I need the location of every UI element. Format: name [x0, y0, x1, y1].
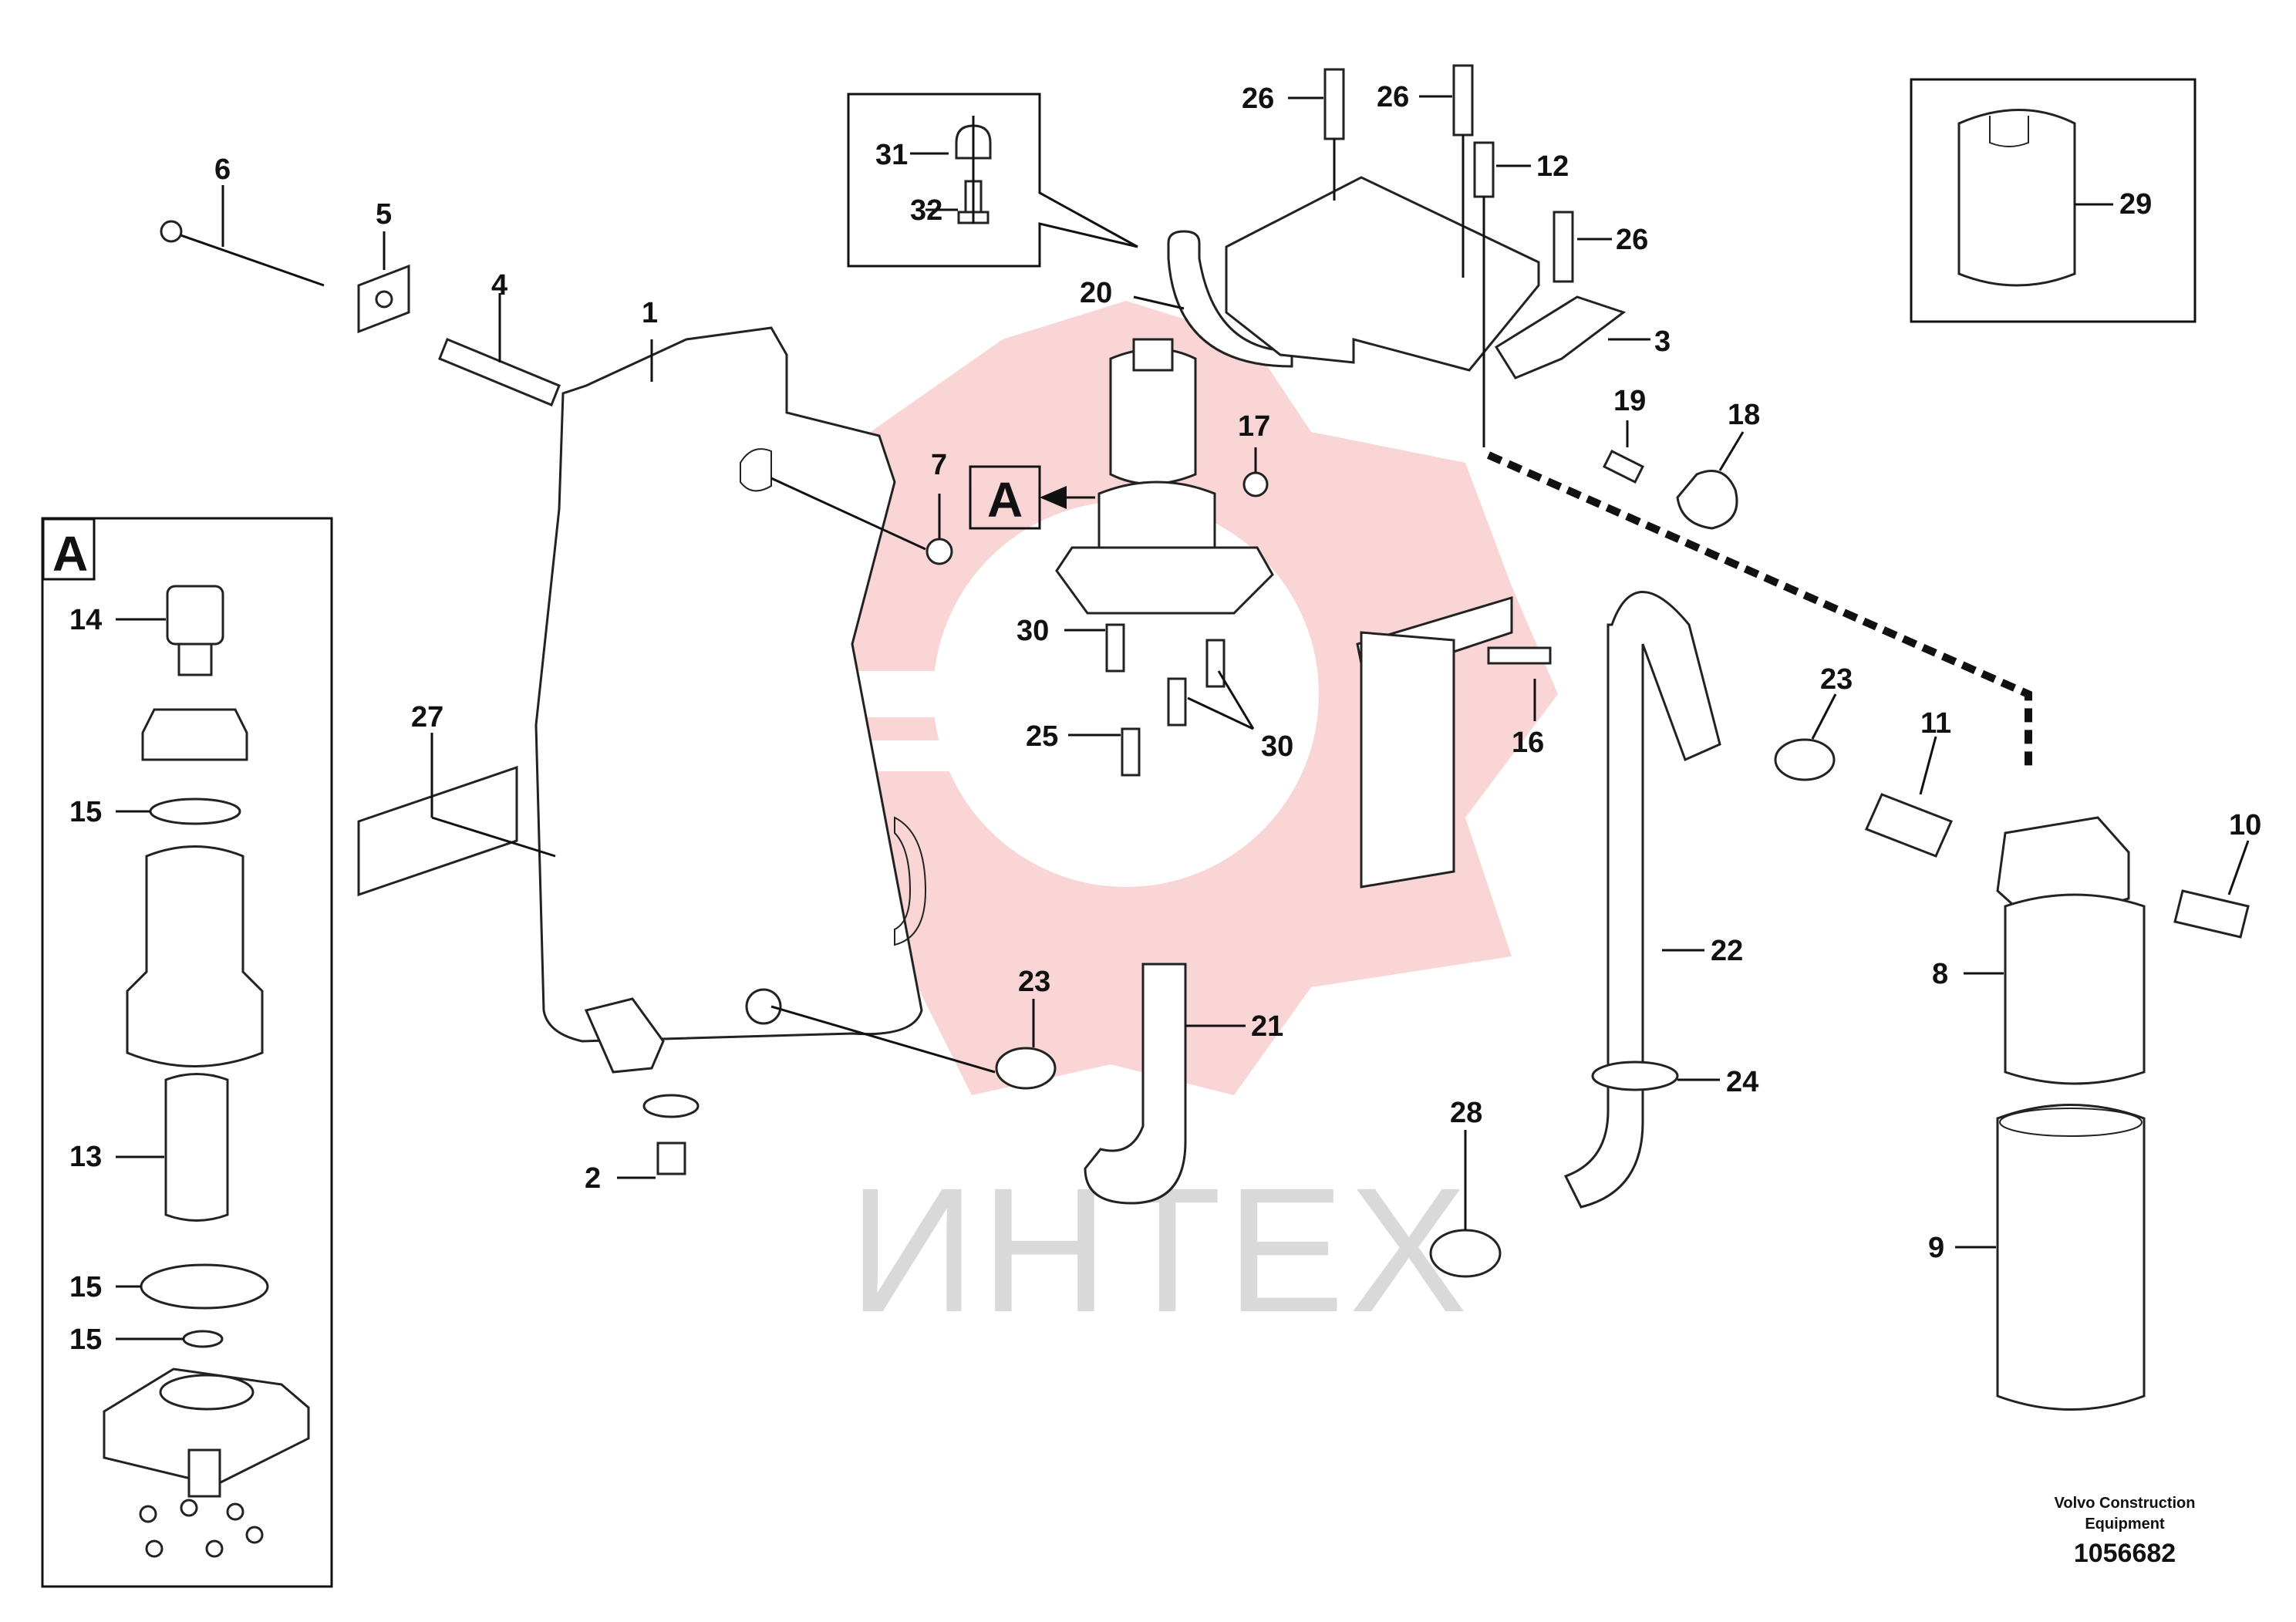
callout-21: 21 [1251, 1010, 1283, 1043]
callout-4: 4 [491, 269, 507, 302]
callout-2: 2 [585, 1162, 601, 1195]
detail-a-label: A [987, 472, 1023, 528]
nipple-part-30c [1205, 639, 1226, 688]
callout-12: 12 [1536, 150, 1569, 183]
filter-base [103, 1367, 310, 1486]
clamp-part-23b [1774, 738, 1836, 781]
nipple-part-30a [1105, 623, 1125, 673]
bracket-part-3 [1225, 176, 1540, 372]
callout-18: 18 [1728, 399, 1760, 431]
bolt-part-6 [169, 230, 325, 287]
callout-15a: 15 [69, 796, 102, 828]
filter-housing [126, 845, 264, 1067]
callout-numbers: 1 2 3 4 5 6 7 8 9 10 11 12 13 14 15 15 1… [69, 81, 2261, 1356]
hose-part-22 [1563, 591, 1721, 1209]
callout-6: 6 [214, 153, 231, 186]
washer-part-17 [1242, 471, 1269, 497]
inset-sleeve-detail [1910, 78, 2197, 323]
callout-5: 5 [376, 198, 392, 231]
callout-11: 11 [1920, 707, 1951, 740]
bolt-part-26b [1452, 64, 1474, 137]
callout-29: 29 [2119, 188, 2152, 221]
tube-part-21 [1084, 963, 1187, 1205]
callout-8: 8 [1932, 958, 1948, 990]
callout-13: 13 [69, 1141, 102, 1173]
drawing-number: 1056682 [2074, 1539, 2176, 1568]
o-ring-part-15a [149, 798, 241, 825]
main-assembly: A [160, 64, 2250, 1411]
credit-line-1: Volvo Construction [2055, 1495, 2196, 1512]
filler-cap-part-14 [166, 585, 224, 646]
callout-15b: 15 [69, 1271, 102, 1303]
grommet-part-7 [925, 538, 953, 565]
callout-22: 22 [1711, 935, 1743, 967]
o-ring-part-15c [182, 1330, 224, 1348]
callout-16: 16 [1512, 727, 1544, 759]
fitting-part-10 [2173, 889, 2250, 939]
drawing-footer: Volvo Construction Equipment 1056682 [2055, 1495, 2196, 1568]
clamp-part-24 [1591, 1061, 1679, 1091]
bushing-part-2 [656, 1141, 686, 1175]
callout-32: 32 [910, 194, 942, 227]
clamp-part-23a [995, 1047, 1057, 1090]
bolt-part-26c [1553, 211, 1574, 283]
callout-26c: 26 [1616, 224, 1648, 256]
inset-clip-detail [847, 93, 1138, 268]
callout-9: 9 [1928, 1232, 1944, 1264]
callout-3: 3 [1654, 325, 1671, 358]
fitting-part-19 [1602, 449, 1645, 484]
bolt-part-26a [1323, 68, 1345, 140]
callout-23b: 23 [1820, 663, 1853, 696]
bolt-part-12 [1473, 141, 1495, 198]
callout-17: 17 [1238, 410, 1270, 443]
callout-30b: 30 [1261, 730, 1293, 763]
nipple-part-25 [1121, 727, 1141, 777]
cap-part-18 [1676, 470, 1738, 530]
callout-30a: 30 [1017, 615, 1049, 647]
callout-28: 28 [1450, 1097, 1482, 1129]
hose-part-20 [1167, 230, 1293, 368]
callout-14: 14 [69, 604, 102, 636]
fitting-part-11 [1864, 793, 1954, 858]
callout-26a: 26 [1242, 83, 1274, 115]
callout-20: 20 [1080, 277, 1112, 309]
inset-a-label: A [52, 526, 88, 582]
o-ring-part-15b [140, 1263, 269, 1310]
credit-line-2: Equipment [2085, 1516, 2165, 1533]
callout-25: 25 [1026, 720, 1058, 753]
callout-24: 24 [1726, 1066, 1758, 1098]
clamp-part-28 [1429, 1229, 1502, 1278]
callout-26b: 26 [1377, 81, 1409, 113]
callout-1: 1 [642, 297, 658, 329]
callout-15c: 15 [69, 1324, 102, 1356]
callout-27: 27 [411, 701, 443, 733]
filter-element-part-13 [164, 1073, 229, 1222]
label-part-27 [357, 765, 518, 897]
callout-10: 10 [2229, 809, 2261, 841]
nipple-part-30b [1167, 677, 1187, 727]
filter-part-8 [2004, 893, 2146, 1085]
callout-31: 31 [875, 139, 908, 171]
spacer-part-4 [438, 338, 561, 406]
callout-23a: 23 [1018, 966, 1050, 998]
callout-19: 19 [1613, 385, 1646, 417]
filter-part-9 [1996, 1104, 2146, 1411]
callout-7: 7 [931, 449, 947, 481]
inset-a-filter-breakdown: A [41, 517, 333, 1588]
sleeve-part-29 [1957, 109, 2076, 287]
